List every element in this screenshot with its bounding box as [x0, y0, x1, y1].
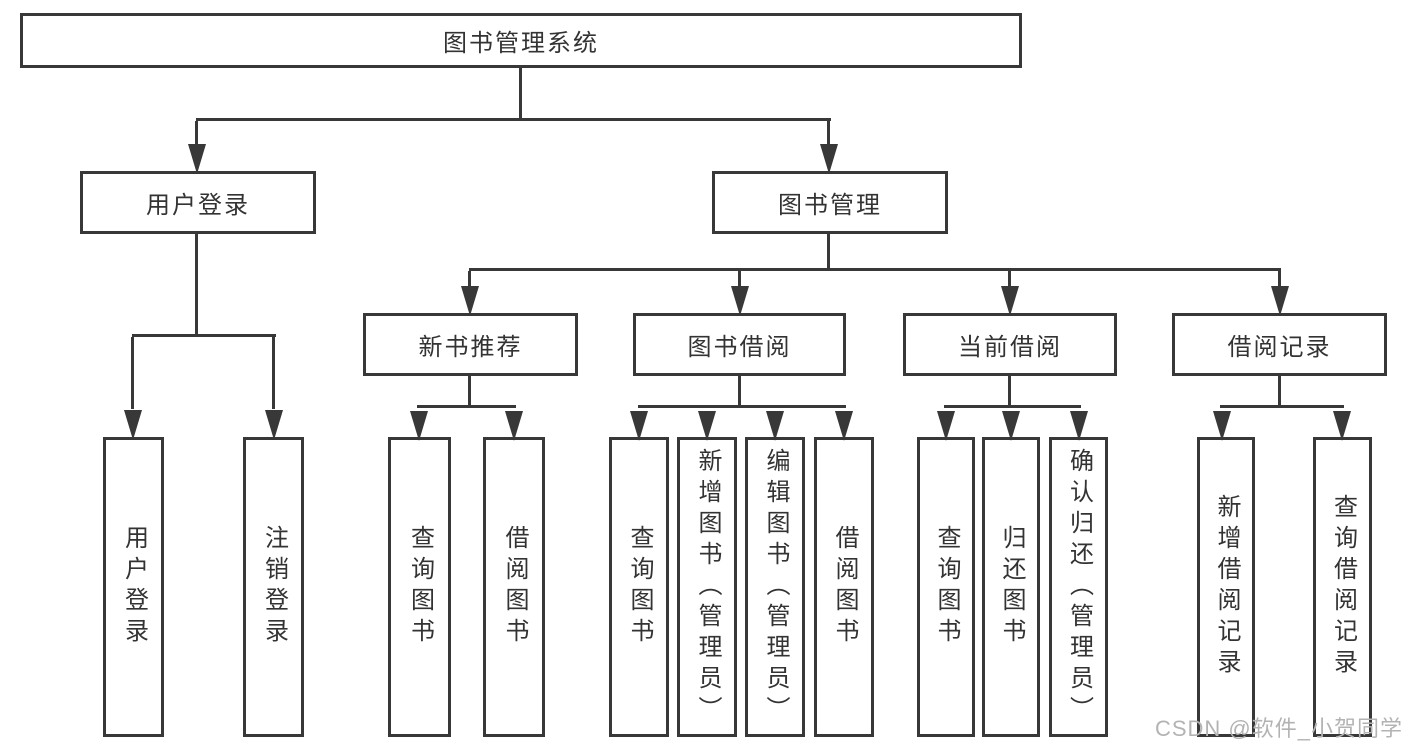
- leaf-return-books: 归还图书: [982, 437, 1040, 737]
- arrow-down-add-record: [1213, 411, 1231, 441]
- arrow-down-new-book: [461, 286, 479, 316]
- connector-bookmgmt-stem: [827, 234, 830, 271]
- arrow-down-current-borrowing: [1001, 286, 1019, 316]
- node-library-system-label: 图书管理系统: [443, 30, 599, 57]
- leaf-logout-label: 注销登录: [260, 525, 288, 649]
- leaf-query-books-1: 查询图书: [388, 437, 451, 737]
- leaf-borrow-books-1: 借阅图书: [483, 437, 545, 737]
- node-user-login-label: 用户登录: [146, 192, 250, 219]
- node-book-borrowing: 图书借阅: [633, 313, 846, 376]
- leaf-logout: 注销登录: [243, 437, 304, 737]
- connector-borrowing-rail: [638, 405, 846, 408]
- connector-drop-book-borrowing: [738, 271, 741, 287]
- arrow-down-user-login: [188, 144, 206, 174]
- node-current-borrowing-label: 当前借阅: [958, 334, 1062, 361]
- watermark: CSDN @软件_小贺同学: [1154, 716, 1403, 741]
- connector-userlogin-rail: [132, 334, 276, 337]
- connector-root-rail: [196, 118, 831, 121]
- connector-newbook-rail: [417, 405, 516, 408]
- node-borrow-records: 借阅记录: [1172, 313, 1387, 376]
- arrow-down-leaf-logout: [265, 410, 283, 440]
- leaf-user-login-label: 用户登录: [120, 525, 148, 649]
- arrow-down-query-books-1: [410, 411, 428, 441]
- arrow-down-borrow-books-2: [835, 411, 853, 441]
- connector-records-stem: [1278, 376, 1281, 408]
- leaf-borrow-books-2-label: 借阅图书: [831, 525, 858, 649]
- arrow-down-add-book: [698, 411, 716, 441]
- leaf-add-book-admin: 新增图书（管理员）: [677, 437, 737, 737]
- leaf-query-borrow-record-label: 查询借阅记录: [1329, 494, 1357, 680]
- node-book-borrowing-label: 图书借阅: [687, 334, 792, 361]
- node-library-system: 图书管理系统: [20, 13, 1022, 68]
- leaf-edit-book-admin-label: 编辑图书（管理员）: [762, 447, 789, 727]
- connector-bookmgmt-rail: [469, 268, 1281, 271]
- arrow-down-borrow-books-1: [505, 411, 523, 441]
- connector-drop-leaf-logout: [272, 337, 275, 409]
- arrow-down-confirm-return: [1070, 411, 1088, 441]
- leaf-borrow-books-2: 借阅图书: [814, 437, 874, 737]
- connector-newbook-stem: [468, 376, 471, 408]
- node-book-management-label: 图书管理: [778, 192, 882, 219]
- arrow-down-return-books: [1002, 411, 1020, 441]
- leaf-borrow-books-1-label: 借阅图书: [501, 525, 528, 649]
- node-borrow-records-label: 借阅记录: [1227, 334, 1332, 361]
- connector-drop-leaf-user-login: [131, 337, 134, 409]
- connector-drop-book-management: [827, 121, 830, 147]
- leaf-add-borrow-record: 新增借阅记录: [1197, 437, 1255, 737]
- connector-userlogin-stem: [195, 234, 198, 337]
- leaf-confirm-return-admin-label: 确认归还（管理员）: [1065, 447, 1093, 727]
- node-current-borrowing: 当前借阅: [903, 313, 1117, 376]
- leaf-query-books-3-label: 查询图书: [933, 525, 960, 649]
- node-user-login: 用户登录: [80, 171, 316, 234]
- node-new-book-recommend-label: 新书推荐: [418, 334, 523, 361]
- leaf-return-books-label: 归还图书: [998, 525, 1025, 649]
- node-book-management: 图书管理: [712, 171, 948, 234]
- leaf-edit-book-admin: 编辑图书（管理员）: [745, 437, 805, 737]
- connector-root-stem: [519, 68, 522, 121]
- arrow-down-edit-book: [766, 411, 784, 441]
- connector-drop-borrow-records: [1278, 271, 1281, 287]
- connector-current-stem: [1008, 376, 1011, 408]
- connector-drop-user-login: [195, 121, 198, 147]
- leaf-query-books-1-label: 查询图书: [406, 525, 434, 649]
- arrow-down-borrow-records: [1271, 286, 1289, 316]
- leaf-add-book-admin-label: 新增图书（管理员）: [694, 447, 721, 727]
- leaf-query-books-3: 查询图书: [917, 437, 975, 737]
- leaf-query-books-2: 查询图书: [609, 437, 669, 737]
- arrow-down-book-borrowing: [731, 286, 749, 316]
- leaf-confirm-return-admin: 确认归还（管理员）: [1049, 437, 1108, 737]
- arrow-down-query-books-2: [630, 411, 648, 441]
- connector-drop-current-borrowing: [1008, 271, 1011, 287]
- connector-borrowing-stem: [738, 376, 741, 408]
- leaf-user-login: 用户登录: [103, 437, 164, 737]
- leaf-query-borrow-record: 查询借阅记录: [1313, 437, 1372, 737]
- connector-current-rail: [944, 405, 1081, 408]
- node-new-book-recommend: 新书推荐: [363, 313, 578, 376]
- leaf-add-borrow-record-label: 新增借阅记录: [1213, 494, 1240, 680]
- connector-records-rail: [1220, 405, 1344, 408]
- arrow-down-query-books-3: [937, 411, 955, 441]
- arrow-down-leaf-user-login: [124, 410, 142, 440]
- leaf-query-books-2-label: 查询图书: [626, 525, 653, 649]
- connector-drop-new-book: [468, 271, 471, 287]
- arrow-down-book-management: [820, 144, 838, 174]
- arrow-down-query-record: [1333, 411, 1351, 441]
